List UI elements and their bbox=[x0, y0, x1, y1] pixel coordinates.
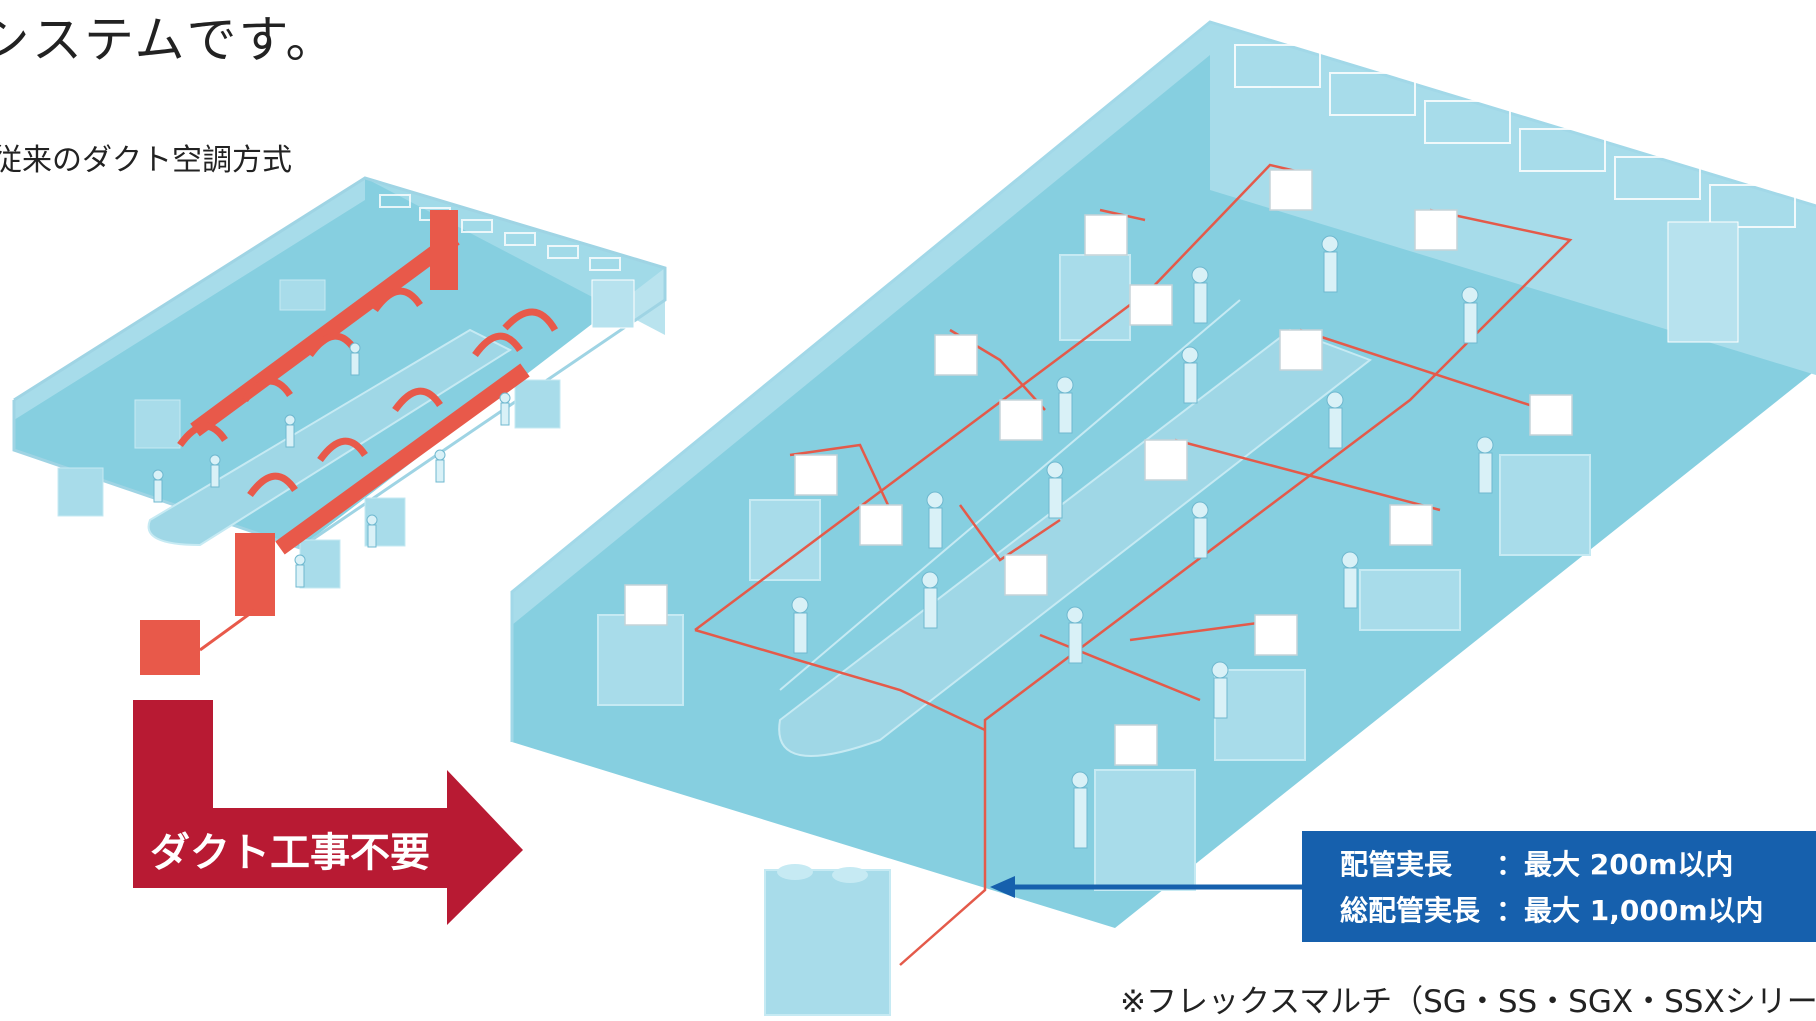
left-shutter bbox=[591, 279, 635, 329]
no-duct-work-label: ダクト工事不要 bbox=[150, 830, 430, 876]
leader-arrowhead bbox=[990, 876, 1015, 898]
left-outdoor-unit bbox=[140, 620, 200, 675]
left-room-left-wall bbox=[14, 178, 365, 420]
right-shutter bbox=[1667, 221, 1739, 343]
spec-row: 配管実長 ：最大 200m以内 bbox=[1340, 843, 1733, 883]
pipe-length-spec-box: 配管実長 ：最大 200m以内 総配管実長 ：最大 1,000m以内 bbox=[1302, 831, 1816, 942]
conventional-duct-factory bbox=[12, 176, 667, 675]
right-room-back-wall bbox=[1210, 22, 1816, 375]
spec-key: 総配管実長 bbox=[1340, 894, 1481, 927]
transition-arrow bbox=[133, 700, 523, 925]
spec-row: 総配管実長 ：最大 1,000m以内 bbox=[1340, 889, 1764, 929]
spec-value: ：最大 1,000m以内 bbox=[1496, 894, 1764, 927]
ductless-factory bbox=[510, 20, 1816, 1016]
spec-value: ：最大 200m以内 bbox=[1496, 848, 1734, 881]
right-outdoor-unit bbox=[764, 869, 891, 1016]
right-room-left-wall bbox=[512, 22, 1210, 625]
refrigerant-pipes bbox=[694, 163, 1573, 966]
page-title: システムです。 bbox=[0, 11, 338, 69]
spec-key: 配管実長 bbox=[1340, 848, 1453, 881]
conventional-system-label: 従来のダクト空調方式 bbox=[0, 143, 292, 178]
footnote: ※フレックスマルチ（SG・SS・SGX・SSXシリーズ bbox=[1120, 984, 1816, 1020]
red-ducts bbox=[177, 210, 559, 616]
left-room-floor bbox=[14, 178, 665, 548]
